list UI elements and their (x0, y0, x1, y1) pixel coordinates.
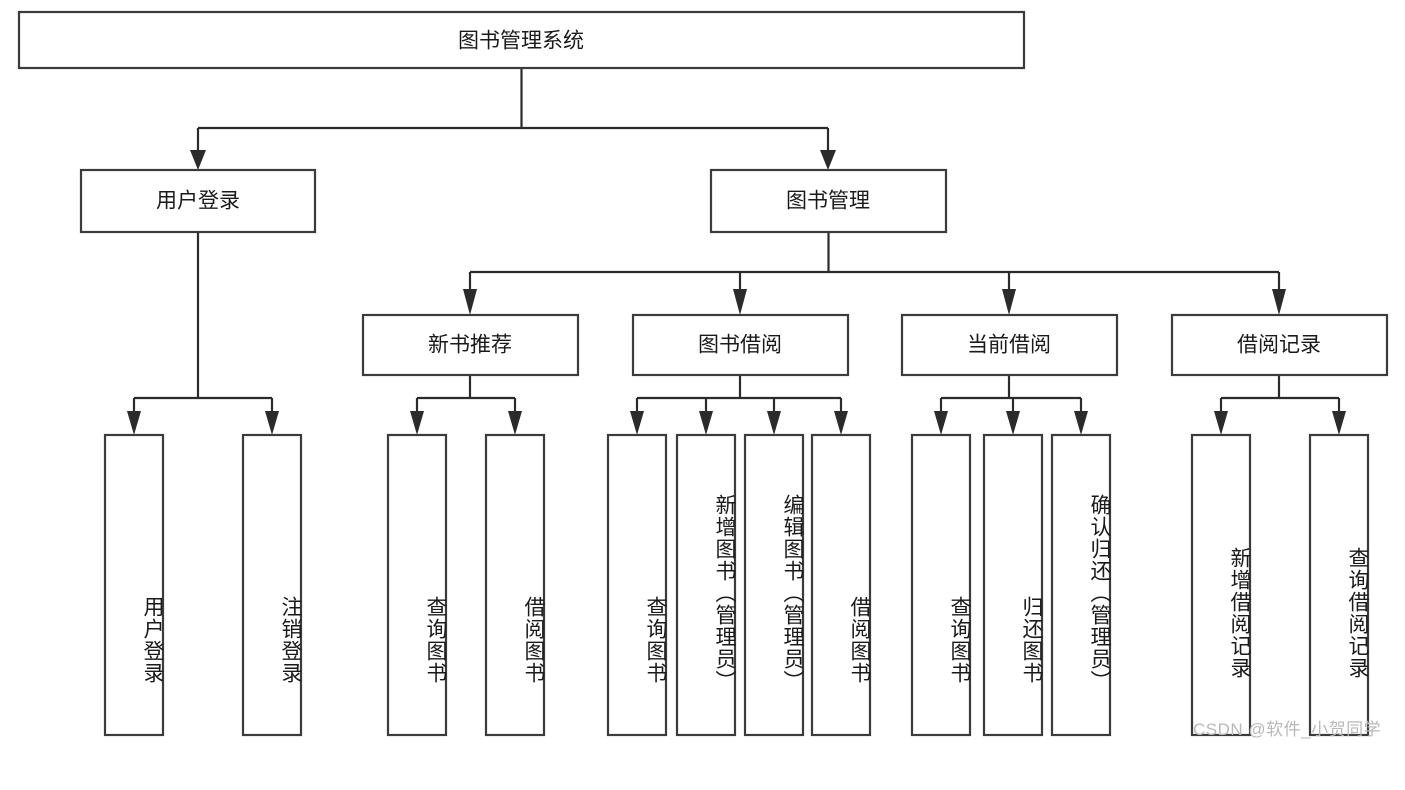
node-current-borrow-box[interactable] (900, 313, 1119, 377)
csdn-watermark: CSDN @软件_小贺同学 (1193, 720, 1382, 739)
node-new-book-recommend-label: 新书推荐 (428, 334, 512, 357)
tree-diagram-svg: 图书管理系统 用户登录 图书管理 新书推荐 图书借阅 当前借阅 借阅记录 (17, 10, 1389, 737)
arrow-icon-ul-2 (265, 411, 279, 435)
node-borrow-record[interactable]: 借阅记录 (1170, 313, 1389, 377)
connector-group-borrow-record (1214, 375, 1346, 435)
arrow-icon-bb-3 (767, 411, 781, 435)
arrow-icon-nb-1 (410, 411, 424, 435)
arrow-icon-br-1 (1214, 411, 1228, 435)
arrow-icon-root-1 (190, 150, 206, 170)
node-user-login[interactable]: 用户登录 (79, 168, 317, 234)
leaf-box-query-book-bb[interactable] (606, 433, 668, 737)
node-book-borrow[interactable]: 图书借阅 (631, 313, 850, 377)
leaf-box-user-login[interactable] (103, 433, 165, 737)
leaf-box-return-book[interactable] (982, 433, 1044, 737)
arrow-icon-bm-3 (1002, 289, 1016, 315)
node-book-borrow-box[interactable] (631, 313, 850, 377)
arrow-icon-br-2 (1332, 411, 1346, 435)
arrow-icon-cb-2 (1006, 411, 1020, 435)
arrow-icon-root-2 (820, 150, 836, 170)
connector-group-root (190, 68, 836, 170)
arrow-icon-bm-4 (1272, 289, 1286, 315)
node-root-box[interactable] (17, 10, 1026, 70)
node-borrow-record-box[interactable] (1170, 313, 1389, 377)
arrow-icon-bb-4 (834, 411, 848, 435)
leaf-box-query-borrow-record[interactable] (1308, 433, 1370, 737)
flowchart-canvas: 图书管理系统 用户登录 图书管理 新书推荐 图书借阅 当前借阅 借阅记录 (17, 10, 1389, 739)
connector-group-new-book (410, 375, 522, 435)
node-current-borrow-label: 当前借阅 (967, 334, 1051, 357)
connector-group-book-borrow (630, 375, 848, 435)
node-borrow-record-label: 借阅记录 (1237, 334, 1321, 357)
node-book-management[interactable]: 图书管理 (709, 168, 948, 234)
arrow-icon-bb-1 (630, 411, 644, 435)
connector-group-current-borrow (934, 375, 1088, 435)
node-book-management-box[interactable] (709, 168, 948, 234)
node-current-borrow[interactable]: 当前借阅 (900, 313, 1119, 377)
arrow-icon-nb-2 (508, 411, 522, 435)
leaf-box-add-book-admin[interactable] (675, 433, 737, 737)
leaf-boxes-group (103, 433, 1370, 737)
node-root-label: 图书管理系统 (458, 30, 584, 53)
node-book-management-label: 图书管理 (786, 190, 870, 213)
leaf-box-query-book-cb[interactable] (910, 433, 972, 737)
leaf-box-edit-book-admin[interactable] (743, 433, 805, 737)
node-new-book-recommend-box[interactable] (361, 313, 580, 377)
arrow-icon-bm-2 (733, 289, 747, 315)
arrow-icon-bb-2 (699, 411, 713, 435)
arrow-icon-cb-3 (1074, 411, 1088, 435)
node-book-borrow-label: 图书借阅 (698, 334, 782, 357)
leaf-box-logout[interactable] (241, 433, 303, 737)
leaf-box-borrow-book-bb[interactable] (810, 433, 872, 737)
leaf-box-query-book-rec[interactable] (386, 433, 448, 737)
connector-group-book-mgmt (463, 232, 1286, 315)
node-user-login-box[interactable] (79, 168, 317, 234)
leaf-box-confirm-return-admin[interactable] (1050, 433, 1112, 737)
arrow-icon-ul-1 (127, 411, 141, 435)
node-user-login-label: 用户登录 (156, 190, 240, 213)
node-root[interactable]: 图书管理系统 (17, 10, 1026, 70)
arrow-icon-cb-1 (934, 411, 948, 435)
leaf-box-add-borrow-record[interactable] (1190, 433, 1252, 737)
leaf-box-borrow-book-rec[interactable] (484, 433, 546, 737)
node-new-book-recommend[interactable]: 新书推荐 (361, 313, 580, 377)
arrow-icon-bm-1 (463, 289, 477, 315)
connector-group-user-login (127, 232, 279, 435)
